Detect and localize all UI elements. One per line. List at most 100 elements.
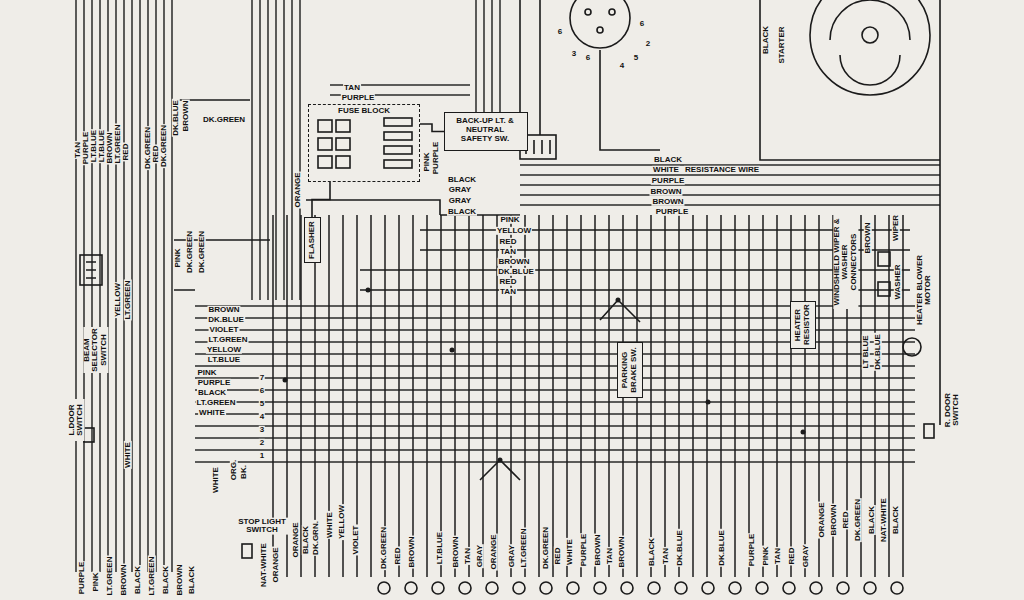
wire-label: BLACK xyxy=(868,505,876,535)
terminal-number: 2 xyxy=(645,40,651,48)
wire-label: GRAY xyxy=(448,186,472,194)
terminal-number: 6 xyxy=(557,28,563,36)
wire-label: TAN xyxy=(499,248,517,256)
wire-label: STOP LIGHT SWITCH xyxy=(236,518,288,535)
wire-label: LT.GREEN xyxy=(124,280,132,321)
wire-label: DK.GREEN xyxy=(186,230,194,274)
wire-label: PINK xyxy=(762,545,770,566)
wire-label: WHITE xyxy=(212,466,220,494)
wire-label: ORANGE xyxy=(272,546,280,583)
component-name: PARKING BRAKE SW. xyxy=(621,346,639,394)
wire-label: YELLOW xyxy=(338,504,346,540)
wire-label: WHITE xyxy=(652,166,680,174)
wire-label: LT.GREEN xyxy=(106,556,114,597)
wire-label: BLACK xyxy=(302,525,310,555)
wire-label: TAN xyxy=(662,547,670,565)
terminal-number: 2 xyxy=(259,439,265,447)
wire-label: BLACK xyxy=(162,565,170,595)
wire-label: PINK xyxy=(423,151,431,172)
terminal-number: 3 xyxy=(259,426,265,434)
wire-label: RESISTANCE WIRE xyxy=(684,166,760,174)
wire-label: BROWN xyxy=(594,533,602,566)
wire-label: DK.GREEN xyxy=(854,498,862,542)
wire-label: ORG. xyxy=(230,459,238,481)
wire-label: RED xyxy=(788,547,796,566)
wire-label: BLACK xyxy=(648,537,656,567)
wire-label: PURPLE xyxy=(580,533,588,567)
wire-label: BROWN xyxy=(830,503,838,536)
terminal-number: 6 xyxy=(259,387,265,395)
component-name: HEATER RESISTOR xyxy=(794,305,812,345)
wire-label: BLACK xyxy=(197,389,227,397)
wire-label: PURPLE xyxy=(655,208,689,216)
wire-label: ORANGE xyxy=(490,533,498,570)
wire-label: BROWN xyxy=(651,198,684,206)
component-name: FLASHER xyxy=(308,221,317,259)
wire-label: YELLOW xyxy=(206,346,242,354)
wire-label: WASHER xyxy=(894,263,902,300)
wire-label: GRAY xyxy=(508,544,516,568)
wire-label: WHITE xyxy=(124,441,132,469)
wire-label: BK. xyxy=(240,464,248,480)
wire-label: DK.GREEN xyxy=(380,526,388,570)
terminal-number: 4 xyxy=(259,413,265,421)
wire-label: BEAM SELECTOR SWITCH xyxy=(83,327,108,373)
resistor-box: HEATER RESISTOR xyxy=(790,301,816,349)
terminal-number: 6 xyxy=(639,20,645,28)
wire-label: DK.BLUE xyxy=(497,268,535,276)
wire-label: LT.GREEN xyxy=(520,528,528,569)
wire-label: NAT-WHITE xyxy=(880,497,888,543)
wire-label: DK.BLUE xyxy=(207,316,245,324)
wire-label: BLACK xyxy=(447,208,477,216)
wire-label: PINK xyxy=(499,216,520,224)
wire-label: GRAY xyxy=(802,544,810,568)
wire-label: VIOLET xyxy=(352,525,360,556)
wire-label: STARTER xyxy=(778,25,786,64)
wire-label: RED xyxy=(122,143,130,162)
wire-label: WINDSHIELD WIPER & WASHER CONNECTORS xyxy=(833,215,858,309)
fuse-block: FUSE BLOCK xyxy=(308,104,420,182)
wire-label: HEATER BLOWER MOTOR xyxy=(916,252,933,328)
terminal-number: 1 xyxy=(259,452,265,460)
wire-label: VIOLET xyxy=(209,326,240,334)
wire-label: PINK xyxy=(92,571,100,592)
wire-label: BLACK xyxy=(188,565,196,595)
wire-label: BROWN xyxy=(207,306,240,314)
wire-label: WHITE xyxy=(326,511,334,539)
wire-label: DK.BLUE xyxy=(718,529,726,567)
wire-label: BLACK xyxy=(653,156,683,164)
wire-connector xyxy=(312,182,330,217)
wire-label: BROWN xyxy=(452,535,460,568)
wire-label: RED xyxy=(394,547,402,566)
component-name: BACK-UP LT. & NEUTRAL SAFETY SW. xyxy=(450,117,520,143)
wire-label: DK.BLUE xyxy=(874,333,882,371)
terminal-number: 5 xyxy=(633,54,639,62)
wire-label: PURPLE xyxy=(432,141,440,175)
wire-label: BLACK xyxy=(762,25,770,55)
wire-label: LT BLUE xyxy=(862,334,870,369)
wire-label: BLACK xyxy=(892,505,900,535)
wire-connector xyxy=(420,124,444,132)
wire-label: BLACK xyxy=(447,176,477,184)
wire-label: BROWN xyxy=(649,188,682,196)
terminal-number: 5 xyxy=(259,400,265,408)
switch-box: BACK-UP LT. & NEUTRAL SAFETY SW. xyxy=(444,112,528,151)
wire-label: L.DOOR SWITCH xyxy=(68,399,85,441)
wire-label: TAN xyxy=(774,547,782,565)
wire-label: LT.GREEN xyxy=(148,556,156,597)
wire-label: ORANGE xyxy=(292,521,300,558)
wire-label: LT.BLUE xyxy=(436,531,444,565)
wire-label: YELLOW xyxy=(114,282,122,318)
wire-label: ORANGE xyxy=(818,501,826,538)
wire-label: BROWN xyxy=(864,221,872,254)
wire-label: GRAY xyxy=(448,197,472,205)
wire-label: BROWN xyxy=(176,563,184,596)
wire-label: PURPLE xyxy=(78,561,86,595)
wire-label: WHITE xyxy=(198,409,226,417)
wire-label: PINK xyxy=(196,369,217,377)
wire-label: ORANGE xyxy=(294,171,302,208)
wire-label: RED xyxy=(554,547,562,566)
wire-label: BROWN xyxy=(120,563,128,596)
wire-label: PURPLE xyxy=(341,94,375,102)
